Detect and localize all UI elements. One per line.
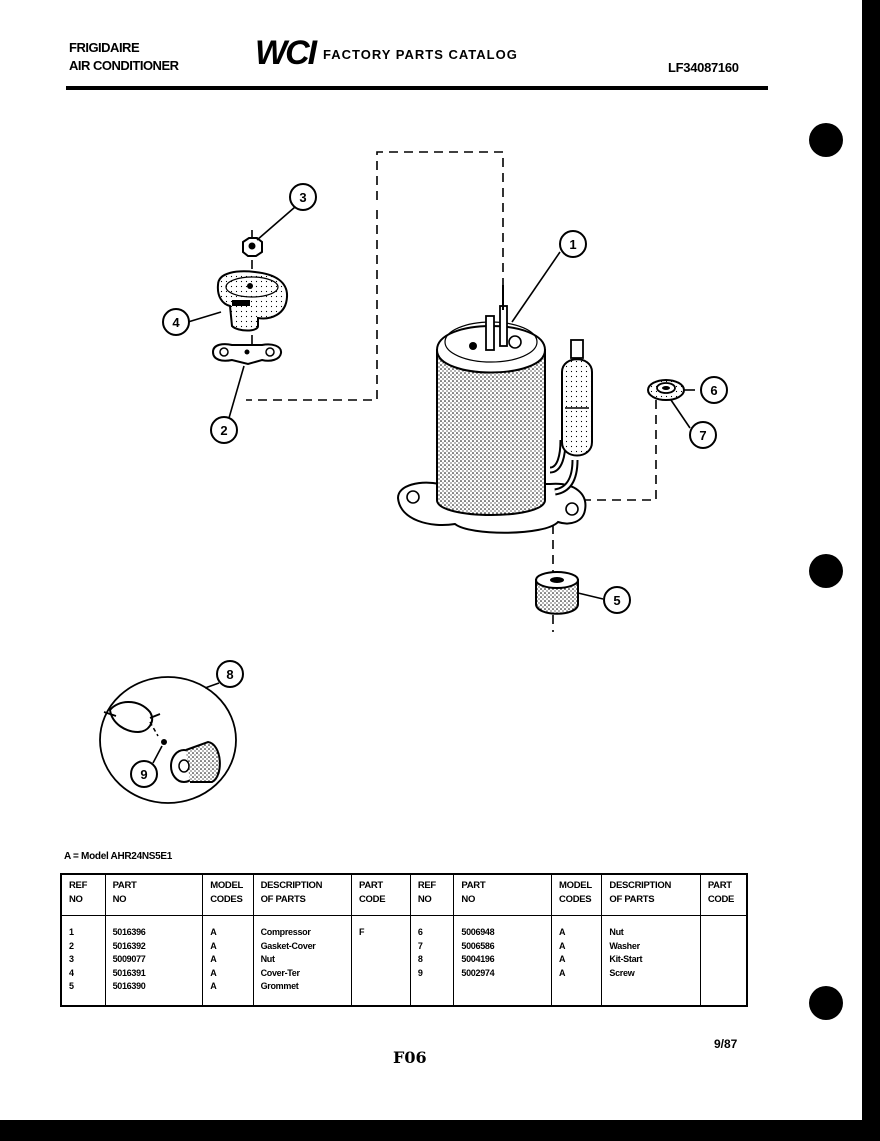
col-part-no-right: 5006948 5006586 5004196 5002974 — [453, 915, 553, 1006]
svg-text:5: 5 — [613, 593, 620, 608]
col-description-right: Nut Washer Kit-Start Screw — [601, 915, 701, 1006]
start-kit-detail-part-8 — [99, 676, 237, 804]
col-part-no: 5016396 5016392 5009077 5016391 5016390 — [105, 915, 204, 1006]
header-rule — [66, 86, 768, 90]
compressor-part-1 — [396, 285, 593, 534]
nut-part-3 — [242, 237, 263, 257]
page-code: F06 — [393, 1048, 427, 1067]
binder-hole — [809, 986, 843, 1020]
svg-text:4: 4 — [172, 315, 180, 330]
exploded-parts-diagram: 1 2 3 4 5 6 7 8 9 — [99, 151, 728, 804]
callout-1: 1 — [559, 230, 587, 258]
callout-9: 9 — [130, 760, 158, 788]
revision-date: 9/87 — [714, 1037, 738, 1051]
col-ref-no-right: 6 7 8 9 — [410, 915, 455, 1006]
nut-washer-parts-6-7 — [647, 379, 685, 401]
svg-text:6: 6 — [710, 383, 717, 398]
gasket-cover-part-2 — [211, 343, 283, 366]
callout-3: 3 — [289, 183, 317, 211]
col-description: Compressor Gasket-Cover Nut Cover-Ter Gr… — [253, 915, 352, 1006]
col-model-codes-right: A A A A — [551, 915, 603, 1006]
callout-7: 7 — [689, 421, 717, 449]
svg-text:2: 2 — [220, 423, 227, 438]
brand-line-2: AIR CONDITIONER — [69, 58, 179, 73]
model-note: A = Model AHR24NS5E1 — [64, 851, 173, 862]
callout-4: 4 — [162, 308, 190, 336]
svg-text:3: 3 — [299, 190, 306, 205]
binder-hole — [809, 123, 843, 157]
col-model-codes: A A A A A — [202, 915, 254, 1006]
grommet-part-5 — [535, 571, 579, 615]
brand-line-1: FRIGIDAIRE — [69, 40, 140, 55]
terminal-cover-part-4 — [216, 270, 289, 332]
col-ref-no: 1 2 3 4 5 — [61, 915, 106, 1006]
callout-2: 2 — [210, 416, 238, 444]
callout-5: 5 — [603, 586, 631, 614]
col-part-code: F — [351, 915, 411, 1006]
scan-edge-right — [862, 0, 880, 1141]
scan-edge-bottom — [0, 1120, 880, 1141]
col-part-code-right — [700, 916, 747, 1007]
svg-text:9: 9 — [140, 767, 147, 782]
callout-6: 6 — [700, 376, 728, 404]
callout-leaders — [152, 206, 695, 764]
callout-8: 8 — [216, 660, 244, 688]
table-row: 1 2 3 4 5 5016396 5016392 5009077 501639… — [61, 915, 747, 1007]
catalog-title: FACTORY PARTS CATALOG — [323, 47, 518, 62]
svg-text:1: 1 — [569, 237, 576, 252]
svg-text:7: 7 — [699, 428, 706, 443]
wci-logo: WCI — [255, 34, 317, 72]
binder-hole — [809, 554, 843, 588]
svg-text:8: 8 — [226, 667, 233, 682]
document-number: LF34087160 — [668, 60, 739, 75]
